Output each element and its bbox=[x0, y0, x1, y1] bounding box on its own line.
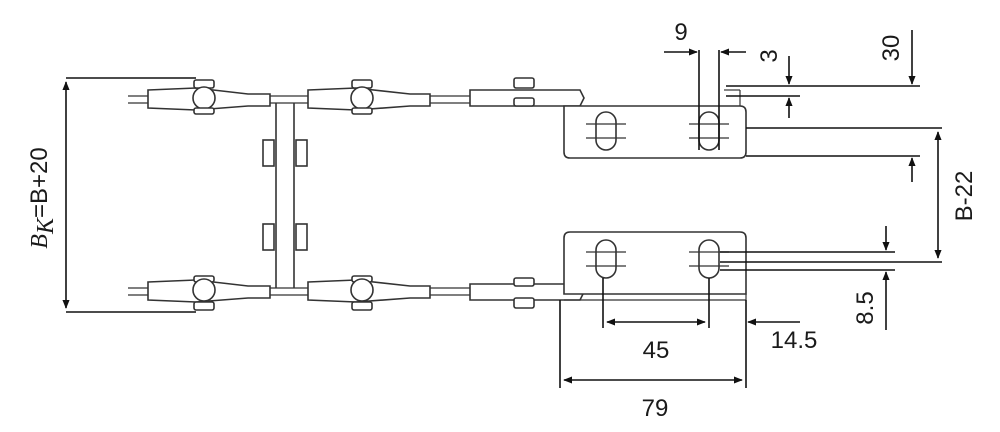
bottom-rivet-3 bbox=[513, 277, 535, 309]
top-rivet-3 bbox=[513, 77, 535, 107]
dim-45-label: 45 bbox=[643, 337, 670, 364]
bottom-rivet-1 bbox=[192, 275, 216, 311]
dim-9-label: 9 bbox=[674, 19, 687, 46]
dim-14-5-label: 14.5 bbox=[771, 327, 818, 354]
top-rivet-1 bbox=[192, 79, 216, 115]
dimension-3: 3 bbox=[726, 49, 800, 118]
dimension-14-5: 14.5 bbox=[745, 300, 818, 388]
inner-width-label: B-22 bbox=[951, 171, 978, 222]
dim-30-label: 30 bbox=[878, 35, 905, 62]
bottom-rivet-2 bbox=[350, 275, 374, 311]
lower-mounting-bracket bbox=[563, 231, 747, 301]
bk-label: BK=B+20 bbox=[26, 147, 59, 248]
dimension-9: 9 bbox=[664, 19, 746, 150]
dim-79-label: 79 bbox=[642, 395, 669, 422]
chain-assembly bbox=[128, 77, 747, 311]
dimension-45: 45 bbox=[602, 278, 710, 364]
dimension-inner-width: B-22 bbox=[720, 127, 978, 263]
top-rivet-2 bbox=[350, 79, 374, 115]
dimension-8-5: 8.5 bbox=[720, 226, 895, 330]
upper-mounting-bracket bbox=[563, 89, 747, 159]
dimension-30: 30 bbox=[746, 30, 920, 182]
dimension-bk: BK=B+20 bbox=[26, 77, 196, 313]
dim-8-5-label: 8.5 bbox=[852, 291, 879, 324]
top-chain-rail bbox=[128, 77, 585, 115]
dimension-79: 79 bbox=[559, 300, 743, 422]
dim-3-label: 3 bbox=[756, 49, 783, 62]
cross-bar bbox=[262, 103, 308, 288]
bottom-chain-rail bbox=[128, 275, 585, 311]
